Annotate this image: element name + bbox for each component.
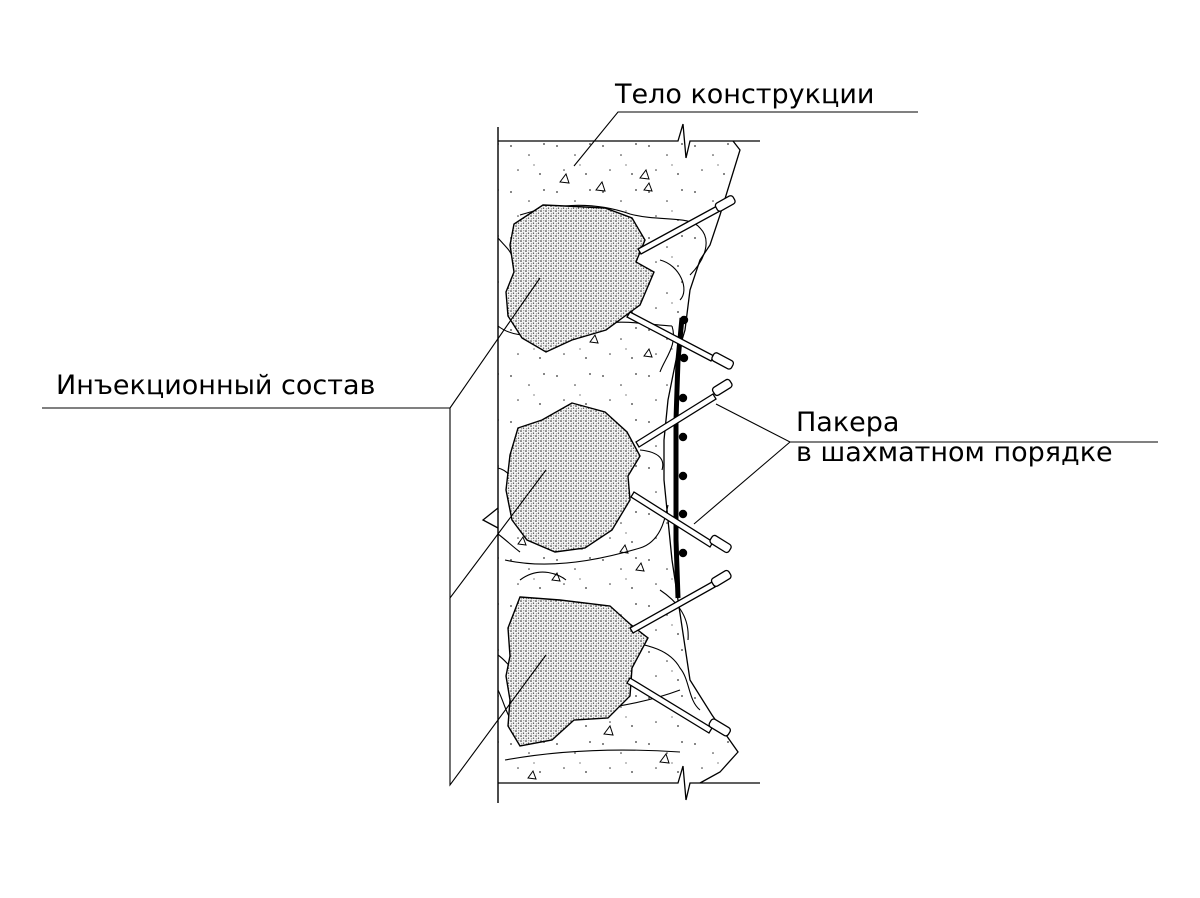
leader-injection-3 <box>449 598 547 787</box>
leader-injection-1 <box>449 277 541 409</box>
label-packers-line2: в шахматном порядке <box>796 437 1113 469</box>
injection-compound-areas <box>505 204 655 747</box>
injection-compound-middle <box>505 402 641 553</box>
packer-4 <box>630 491 732 554</box>
packers <box>626 195 736 737</box>
sealed-crack <box>673 315 689 599</box>
packer-2 <box>626 311 735 370</box>
packer-6 <box>626 677 732 737</box>
label-injection-compound: Инъекционный состав <box>56 370 376 401</box>
packer-1 <box>637 195 736 255</box>
leader-lines <box>42 111 1158 787</box>
leader-structure-body <box>573 111 918 167</box>
packer-3 <box>635 378 733 448</box>
injection-compound-lower <box>505 596 649 747</box>
injection-compound-upper <box>505 204 655 353</box>
packer-5 <box>629 569 732 634</box>
leader-packers-2 <box>693 441 791 525</box>
label-structure-body: Тело конструкции <box>615 79 875 110</box>
label-packers-line1: Пакера <box>796 407 900 438</box>
label-packers: Пакера в шахматном порядке <box>796 407 1113 469</box>
